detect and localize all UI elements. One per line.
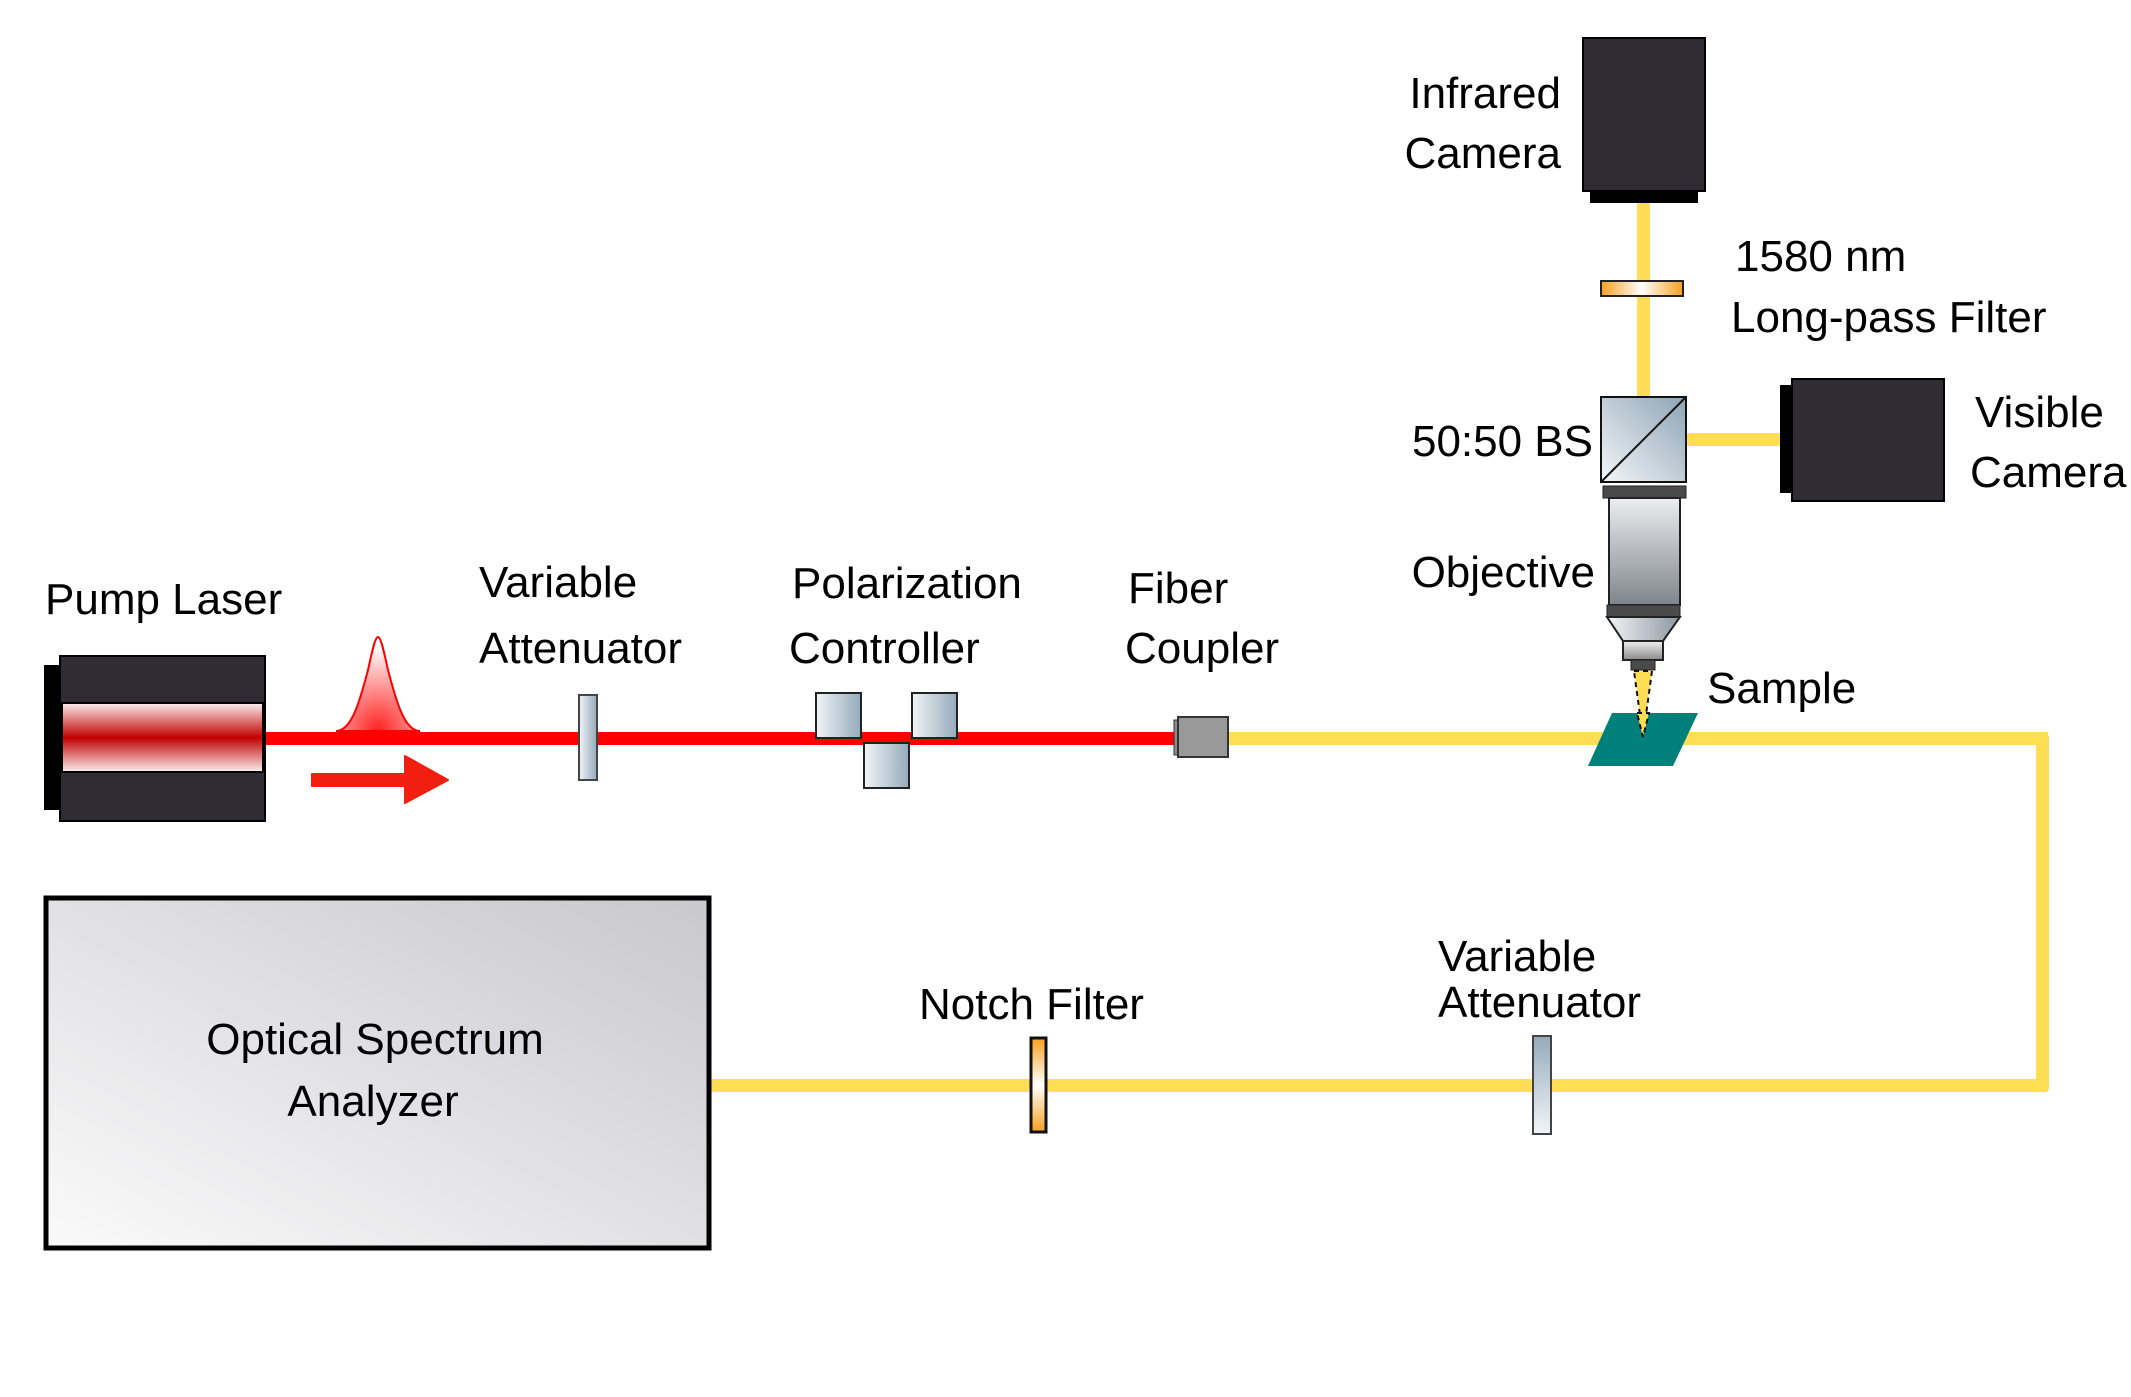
- objective-cone: [1605, 616, 1682, 642]
- label-notch-filter: Notch Filter: [919, 980, 1144, 1029]
- fiber-coupler[interactable]: [1173, 716, 1229, 758]
- label-lp-filter-1: 1580 nm: [1735, 232, 1906, 281]
- infrared-camera[interactable]: [1582, 37, 1706, 203]
- vis-camera-front-plate: [1780, 385, 1793, 493]
- fiber-segment-bs-to-visible: [1684, 433, 1784, 446]
- fiber-segment-objective-to-ir: [1637, 200, 1650, 400]
- label-sample: Sample: [1707, 664, 1856, 713]
- label-visible-camera-2: Camera: [1970, 448, 2127, 497]
- optical-spectrum-analyzer[interactable]: [43, 895, 712, 1251]
- focus-cone: [1632, 670, 1654, 738]
- coupler-body: [1177, 716, 1229, 758]
- label-beam-splitter: 50:50 BS: [1412, 417, 1593, 466]
- paddle-2[interactable]: [863, 742, 910, 789]
- label-pol-controller-1: Polarization: [792, 559, 1022, 608]
- label-objective: Objective: [1412, 548, 1595, 597]
- bs-diagonal: [1600, 396, 1687, 483]
- objective-top-ring: [1602, 485, 1687, 499]
- arrow-right-icon: [311, 755, 449, 804]
- paddle-3[interactable]: [911, 692, 958, 739]
- label-lp-filter-2: Long-pass Filter: [1731, 293, 2046, 342]
- label-fiber-coupler-1: Fiber: [1128, 564, 1228, 613]
- pump-beam-path: [262, 732, 1176, 745]
- beam-splitter[interactable]: [1600, 396, 1687, 483]
- notch-filter[interactable]: [1029, 1036, 1048, 1134]
- objective-barrel: [1608, 497, 1681, 606]
- label-var-att-bottom-2: Attenuator: [1438, 978, 1641, 1027]
- label-var-att-top-1: Variable: [479, 558, 637, 607]
- laser-back-plate: [44, 665, 62, 810]
- label-var-att-bottom-1: Variable: [1438, 932, 1596, 981]
- pump-laser: [44, 655, 266, 822]
- objective-nozzle: [1622, 640, 1664, 661]
- fiber-segment-bottom: [708, 1079, 2049, 1092]
- visible-camera[interactable]: [1780, 378, 1945, 502]
- laser-cavity-glow: [61, 702, 264, 773]
- label-osa-1: Optical Spectrum: [206, 1015, 543, 1064]
- label-pump-laser: Pump Laser: [45, 575, 282, 624]
- fiber-segment-right-vertical: [2036, 732, 2049, 1092]
- variable-attenuator-top[interactable]: [578, 694, 598, 781]
- label-var-att-top-2: Attenuator: [479, 624, 682, 673]
- paddle-1[interactable]: [815, 692, 862, 739]
- label-visible-camera-1: Visible: [1975, 388, 2104, 437]
- label-ir-camera-2: Camera: [1405, 129, 1562, 178]
- focus-cone-tip-overlay: [1635, 712, 1651, 738]
- label-osa-2: Analyzer: [287, 1077, 458, 1126]
- ir-camera-lens-mount: [1590, 191, 1698, 203]
- gaussian-pulse-icon: [335, 635, 421, 732]
- polarization-controller[interactable]: [815, 692, 958, 789]
- label-ir-camera-1: Infrared: [1409, 69, 1561, 118]
- sample[interactable]: [1588, 713, 1698, 766]
- objective[interactable]: [1602, 485, 1687, 738]
- objective-tip: [1630, 659, 1656, 671]
- variable-attenuator-bottom[interactable]: [1532, 1035, 1552, 1135]
- pump-beam: [262, 732, 1176, 745]
- vis-camera-body: [1791, 378, 1945, 502]
- label-fiber-coupler-2: Coupler: [1125, 624, 1279, 673]
- objective-lower-ring: [1606, 604, 1681, 618]
- label-pol-controller-2: Controller: [789, 624, 980, 673]
- long-pass-filter[interactable]: [1600, 280, 1684, 297]
- ir-camera-body: [1582, 37, 1706, 192]
